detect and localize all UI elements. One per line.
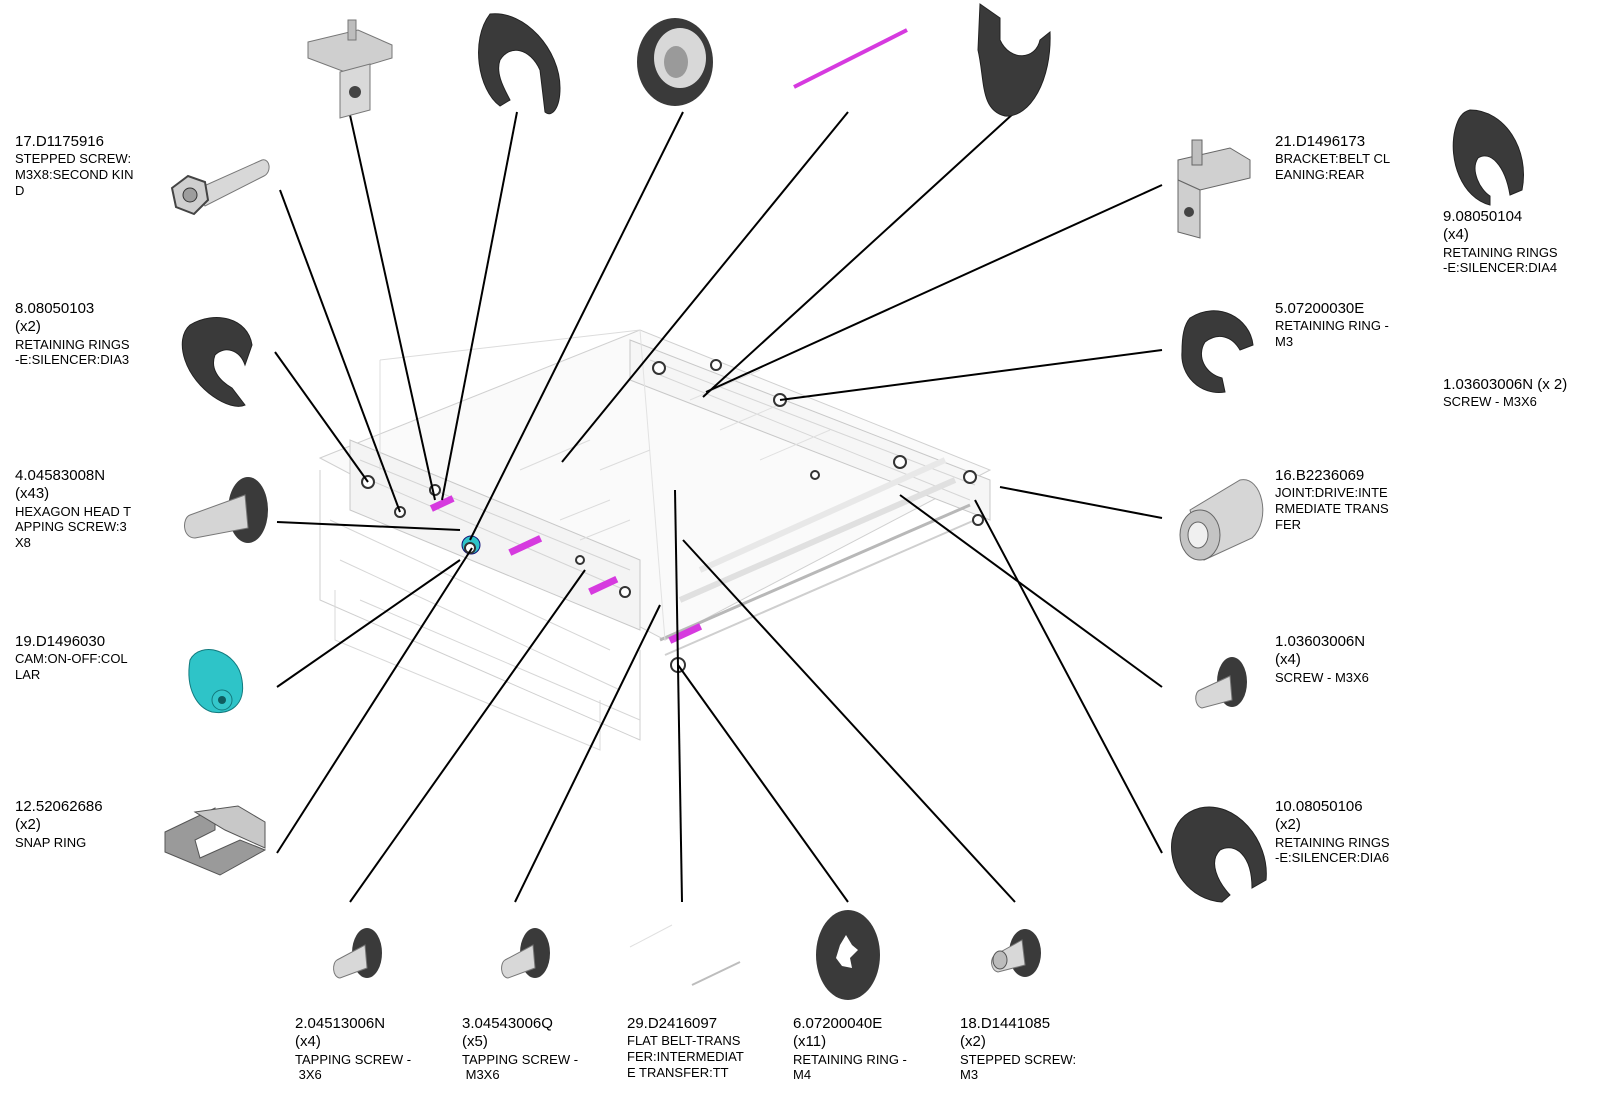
part-description: TAPPING SCREW - 3X6 <box>295 1051 412 1083</box>
part-quantity: (x2) <box>1275 816 1301 834</box>
callout-part-17: 17.D1175916 STEPPED SCREW: M3X8:SECOND K… <box>15 133 133 199</box>
part-description: FLAT BELT-TRANS FER:INTERMEDIAT E TRANSF… <box>627 1033 744 1081</box>
part-number: 19.D1496030 <box>15 633 106 650</box>
callout-part-4: 4.04583008N (x43) HEXAGON HEAD T APPING … <box>15 467 131 551</box>
leader-lines <box>274 111 1163 903</box>
part-quantity: (x2) <box>15 318 41 336</box>
callout-part-21: 21.D1496173 BRACKET:BELT CL EANING:REAR <box>1275 133 1390 183</box>
callout-part-5: 5.07200030E RETAINING RING - M3 <box>1275 300 1389 350</box>
bushing-icon <box>637 18 713 106</box>
callout-part-8: 8.08050103 (x2) RETAINING RINGS -E:SILEN… <box>15 300 130 368</box>
callout-part-19: 19.D1496030 CAM:ON-OFF:COL LAR <box>15 633 128 683</box>
callout-part-12: 12.52062686 (x2) SNAP RING <box>15 798 103 850</box>
part-description: JOINT:DRIVE:INTE RMEDIATE TRANS FER <box>1275 485 1389 533</box>
part-number: 5.07200030E <box>1275 300 1365 317</box>
part-number: 17.D1175916 <box>15 133 104 150</box>
bracket-icon <box>307 19 393 119</box>
part-quantity: (x4) <box>1275 651 1301 669</box>
callout-part-1-note: 1.03603006N (x 2) SCREW - M3X6 <box>1443 376 1567 410</box>
part-description: TAPPING SCREW - M3X6 <box>462 1051 579 1083</box>
part-description: BRACKET:BELT CL EANING:REAR <box>1275 151 1391 183</box>
part-number: 8.08050103 <box>15 300 95 317</box>
part-number: 21.D1496173 <box>1275 133 1366 150</box>
part-number: 18.D1441085 <box>960 1015 1051 1032</box>
hex-screw-icon <box>184 477 268 543</box>
callout-part-18: 18.D1441085 (x2) STEPPED SCREW: M3 <box>960 1015 1076 1083</box>
retaining-ring-icon <box>478 13 561 115</box>
part-description: CAM:ON-OFF:COL LAR <box>15 651 128 683</box>
stepped-screw-icon <box>991 929 1041 977</box>
part-description: RETAINING RING - M3 <box>1275 318 1389 350</box>
callout-part-1: 1.03603006N (x4) SCREW - M3X6 <box>1275 633 1369 685</box>
snap-ring-icon <box>164 805 267 876</box>
part-description: STEPPED SCREW: M3 <box>960 1051 1077 1083</box>
retaining-ring-icon <box>181 317 253 407</box>
callout-part-2: 2.04513006N (x4) TAPPING SCREW - 3X6 <box>295 1015 411 1083</box>
part-quantity: (x43) <box>15 485 50 503</box>
part-quantity: (x4) <box>1443 226 1469 244</box>
retaining-ring-icon <box>977 3 1051 117</box>
part-quantity: (x 2) <box>1537 376 1568 393</box>
part-number: 9.08050104 <box>1443 208 1523 225</box>
part-number: 3.04543006Q <box>462 1015 553 1032</box>
part-number: 10.08050106 <box>1275 798 1363 815</box>
tapping-screw-icon <box>501 928 550 979</box>
part-description: RETAINING RING - M4 <box>793 1051 907 1083</box>
cam-collar-icon <box>188 649 244 714</box>
flat-belt-icon <box>629 924 741 986</box>
part-description: HEXAGON HEAD T APPING SCREW:3 X8 <box>15 503 132 551</box>
part-description: SCREW - M3X6 <box>1275 669 1369 685</box>
callout-part-16: 16.B2236069 JOINT:DRIVE:INTE RMEDIATE TR… <box>1275 467 1389 533</box>
part-description: SNAP RING <box>15 834 87 850</box>
part-quantity: (x5) <box>462 1033 488 1051</box>
callout-part-10: 10.08050106 (x2) RETAINING RINGS -E:SILE… <box>1275 798 1390 866</box>
part-number: 1.03603006N <box>1443 376 1534 393</box>
part-description: STEPPED SCREW: M3X8:SECOND KIN D <box>15 151 134 199</box>
callout-part-6: 6.07200040E (x11) RETAINING RING - M4 <box>793 1015 907 1083</box>
part-number: 29.D2416097 <box>627 1015 718 1032</box>
callout-part-3: 3.04543006Q (x5) TAPPING SCREW - M3X6 <box>462 1015 578 1083</box>
part-description: RETAINING RINGS -E:SILENCER:DIA3 <box>15 336 130 368</box>
tapping-screw-icon <box>333 928 382 979</box>
transfer-unit-assembly <box>318 329 992 751</box>
part-number: 4.04583008N <box>15 467 106 484</box>
screw-icon <box>1195 657 1247 709</box>
part-description: SCREW - M3X6 <box>1443 394 1537 410</box>
part-number: 2.04513006N <box>295 1015 386 1032</box>
retaining-ring-icon <box>1452 109 1524 206</box>
retaining-ring-m4-icon <box>816 910 880 1000</box>
bracket-icon <box>1177 139 1251 239</box>
part-number: 6.07200040E <box>793 1015 883 1032</box>
part-quantity: (x4) <box>295 1033 321 1051</box>
part-description: RETAINING RINGS -E:SILENCER:DIA4 <box>1443 244 1558 276</box>
retaining-ring-icon <box>1171 806 1267 903</box>
drive-joint-icon <box>1179 479 1264 561</box>
part-number: 1.03603006N <box>1275 633 1366 650</box>
part-number: 16.B2236069 <box>1275 467 1365 484</box>
part-number: 12.52062686 <box>15 798 103 815</box>
part-quantity: (x2) <box>960 1033 986 1051</box>
pin-icon <box>793 28 908 89</box>
e-ring-icon <box>1181 310 1254 393</box>
callout-part-29: 29.D2416097 FLAT BELT-TRANS FER:INTERMED… <box>627 1015 744 1081</box>
part-number-line: 1.03603006N (x 2) <box>1443 376 1567 394</box>
part-description: RETAINING RINGS -E:SILENCER:DIA6 <box>1275 834 1390 866</box>
part-quantity: (x11) <box>793 1033 827 1051</box>
part-quantity: (x2) <box>15 816 41 834</box>
callout-part-9: 9.08050104 (x4) RETAINING RINGS -E:SILEN… <box>1443 208 1558 276</box>
stepped-screw-icon <box>170 159 270 216</box>
